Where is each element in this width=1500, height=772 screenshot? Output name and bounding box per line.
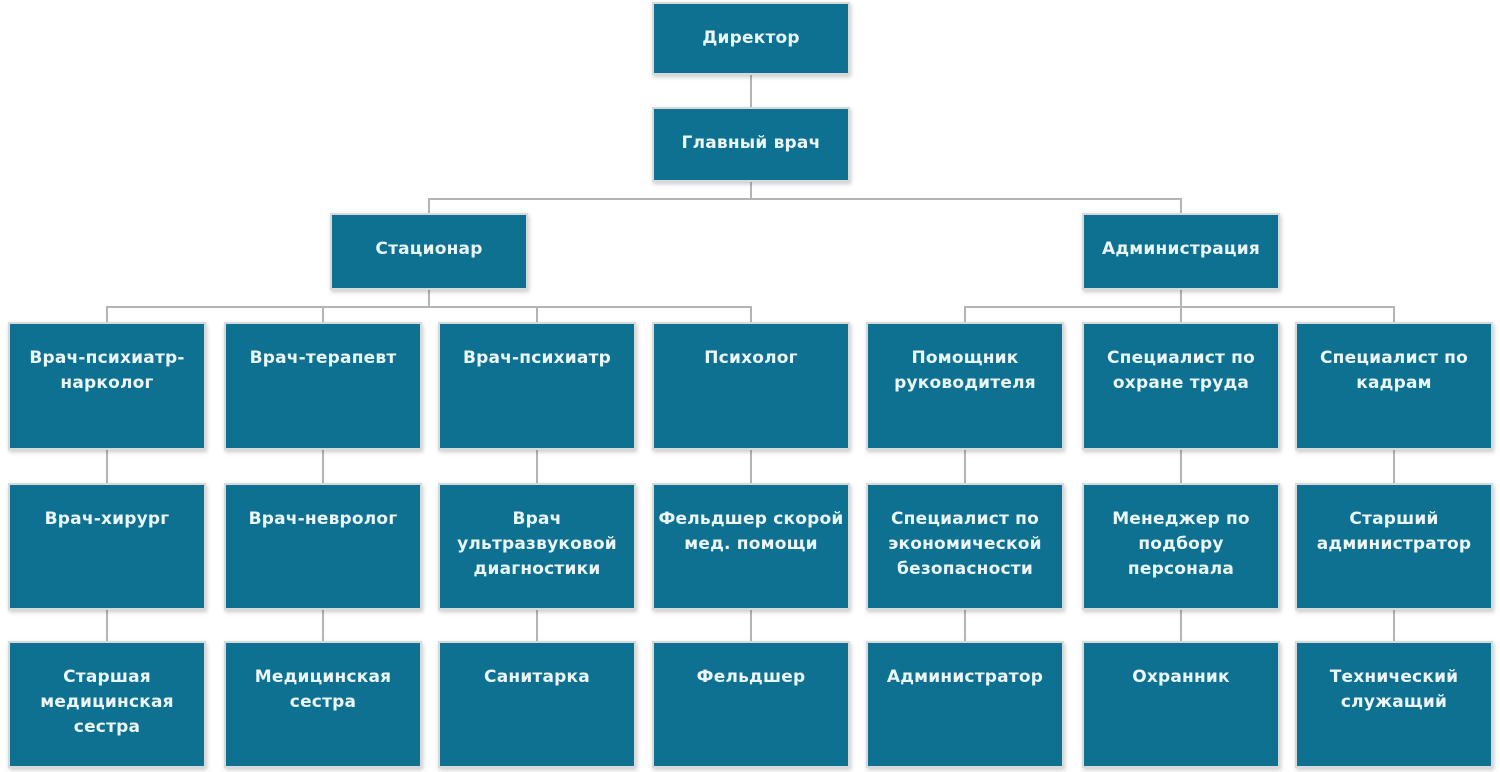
node-dept-administration-label: Администрация — [1102, 239, 1260, 259]
node-surgeon: Врач-хирург — [8, 483, 206, 610]
node-hr-specialist-label: Специалист по кадрам — [1320, 348, 1468, 393]
node-nurse: Медицинская сестра — [224, 641, 422, 768]
node-director-label: Директор — [702, 28, 800, 48]
node-therapist: Врач-терапевт — [224, 322, 422, 450]
node-psychiatrist: Врач-психиатр — [438, 322, 636, 450]
node-psychologist-label: Психолог — [704, 348, 798, 368]
connector — [964, 610, 966, 641]
connector — [536, 450, 538, 483]
node-neurologist: Врач-невролог — [224, 483, 422, 610]
node-economic-security-specialist-label: Специалист по экономической безопасности — [888, 509, 1042, 579]
node-dept-administration: Администрация — [1082, 213, 1280, 290]
node-security-guard-label: Охранник — [1132, 667, 1230, 687]
node-neurologist-label: Врач-невролог — [248, 509, 398, 529]
connector — [106, 610, 108, 641]
connector — [1180, 290, 1182, 308]
connector — [750, 610, 752, 641]
node-security-guard: Охранник — [1082, 641, 1280, 768]
node-administrator: Администратор — [866, 641, 1064, 768]
node-dept-inpatient-label: Стационар — [375, 239, 483, 259]
node-labor-safety-specialist: Специалист по охране труда — [1082, 322, 1280, 450]
connector — [536, 610, 538, 641]
connector — [750, 182, 752, 199]
node-nurse-label: Медицинская сестра — [254, 667, 392, 712]
node-economic-security-specialist: Специалист по экономической безопасности — [866, 483, 1064, 610]
connector — [964, 306, 966, 323]
connector — [428, 198, 430, 214]
connector — [322, 450, 324, 483]
node-senior-nurse-label: Старшая медицинская сестра — [40, 667, 174, 737]
node-therapist-label: Врач-терапевт — [249, 348, 397, 368]
node-senior-nurse: Старшая медицинская сестра — [8, 641, 206, 768]
connector — [428, 290, 430, 308]
connector — [964, 450, 966, 483]
connector — [106, 306, 108, 323]
connector — [429, 198, 1182, 200]
connector — [1393, 450, 1395, 483]
node-ultrasound-doctor: Врач ультразвуковой диагностики — [438, 483, 636, 610]
connector — [750, 75, 752, 107]
node-dept-inpatient: Стационар — [330, 213, 528, 290]
node-orderly: Санитарка — [438, 641, 636, 768]
node-emergency-paramedic-label: Фельдшер скорой мед. помощи — [658, 509, 844, 554]
connector — [1180, 450, 1182, 483]
node-director: Директор — [652, 2, 850, 75]
node-psychiatrist-label: Врач-психиатр — [462, 348, 612, 368]
node-chief-physician: Главный врач — [652, 107, 850, 182]
connector — [536, 306, 538, 323]
node-recruitment-manager-label: Менеджер по подбору персонала — [1112, 509, 1250, 579]
node-ultrasound-doctor-label: Врач ультразвуковой диагностики — [457, 509, 617, 579]
node-labor-safety-specialist-label: Специалист по охране труда — [1107, 348, 1255, 393]
connector — [1180, 306, 1182, 323]
node-senior-administrator: Старший администратор — [1295, 483, 1493, 610]
connector — [1393, 610, 1395, 641]
node-administrator-label: Администратор — [886, 667, 1044, 687]
node-psychiatrist-narcologist-label: Врач-психиатр- нарколог — [29, 348, 185, 393]
node-emergency-paramedic: Фельдшер скорой мед. помощи — [652, 483, 850, 610]
node-head-assistant-label: Помощник руководителя — [894, 348, 1036, 393]
node-technical-worker-label: Технический служащий — [1329, 667, 1459, 712]
connector — [322, 610, 324, 641]
node-orderly-label: Санитарка — [484, 667, 590, 687]
connector — [1180, 198, 1182, 214]
node-hr-specialist: Специалист по кадрам — [1295, 322, 1493, 450]
connector — [1393, 306, 1395, 323]
node-senior-administrator-label: Старший администратор — [1316, 509, 1472, 554]
connector — [750, 450, 752, 483]
node-surgeon-label: Врач-хирург — [44, 509, 170, 529]
node-paramedic: Фельдшер — [652, 641, 850, 768]
connector — [106, 450, 108, 483]
node-recruitment-manager: Менеджер по подбору персонала — [1082, 483, 1280, 610]
node-paramedic-label: Фельдшер — [696, 667, 806, 687]
node-technical-worker: Технический служащий — [1295, 641, 1493, 768]
node-head-assistant: Помощник руководителя — [866, 322, 1064, 450]
connector — [107, 306, 752, 308]
connector — [322, 306, 324, 323]
connector — [750, 306, 752, 323]
node-psychiatrist-narcologist: Врач-психиатр- нарколог — [8, 322, 206, 450]
node-psychologist: Психолог — [652, 322, 850, 450]
connector — [1180, 610, 1182, 641]
node-chief-physician-label: Главный врач — [681, 133, 821, 153]
